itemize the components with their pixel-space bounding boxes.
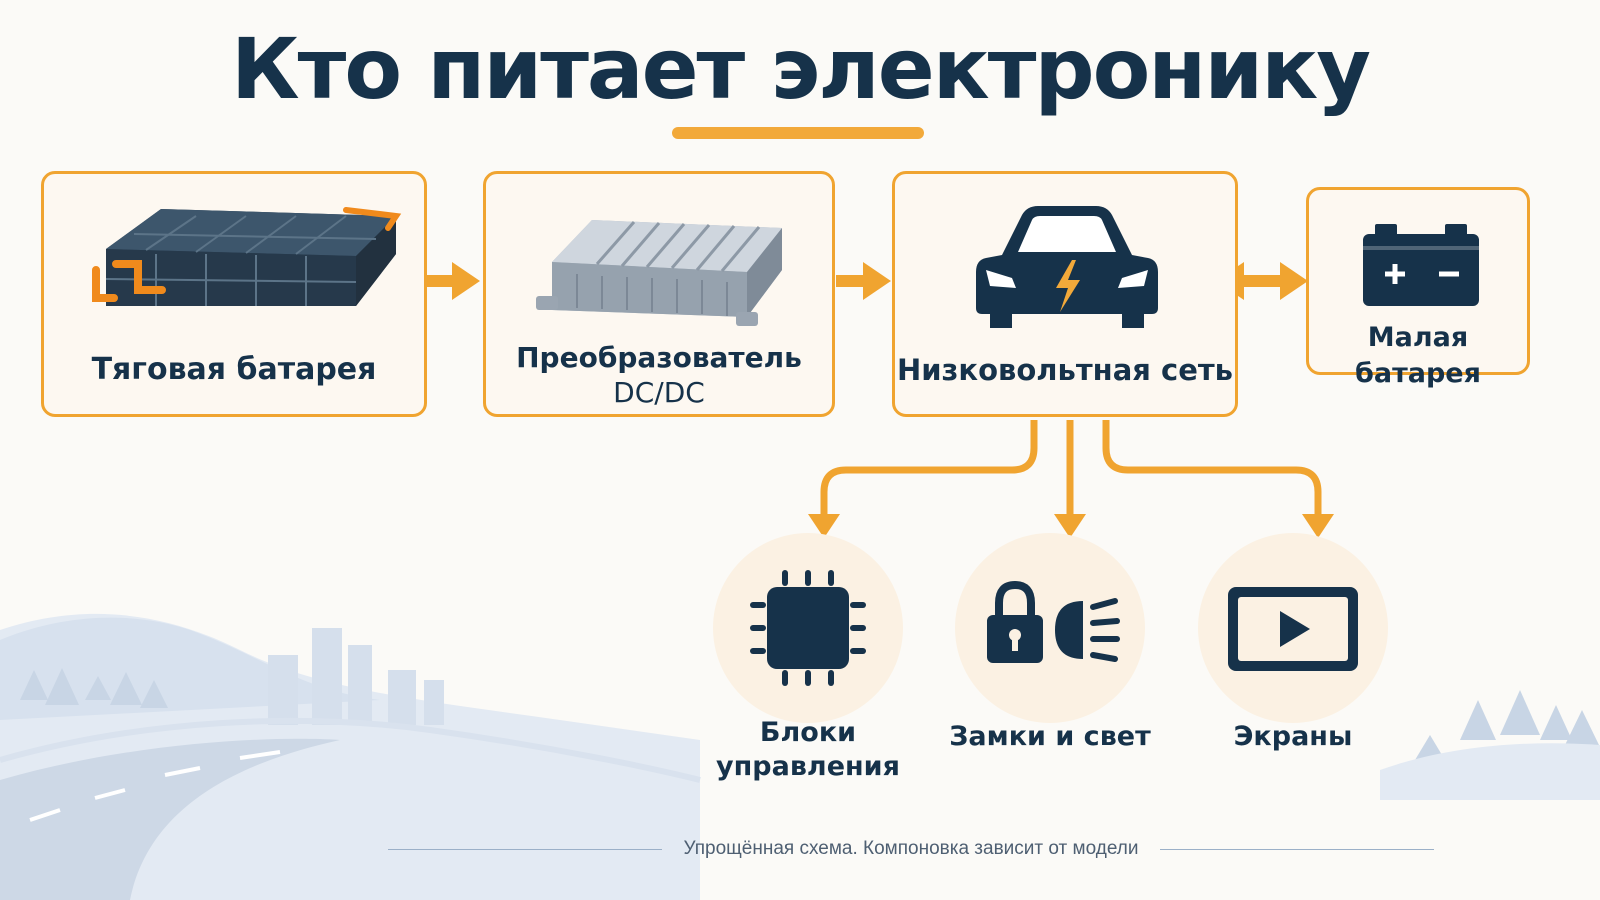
node-label: Низковольтная сеть (896, 353, 1234, 387)
consumer-label: Экраны (1173, 720, 1413, 754)
trees-left (20, 668, 168, 708)
trees-right (1415, 690, 1599, 760)
footnote: Упрощённая схема. Компоновка зависит от … (388, 836, 1434, 862)
node-lv-network: Низковольтная сеть (892, 171, 1238, 417)
footnote-rule-right (1160, 848, 1434, 850)
converter-icon (536, 220, 782, 326)
consumer-label-line1: Замки и свет (949, 721, 1151, 752)
consumer-screens (1198, 533, 1388, 723)
node-label-line2: DC/DC (613, 376, 705, 409)
road-edge (0, 717, 701, 783)
consumer-label: Замки и свет (930, 720, 1170, 754)
footnote-text: Упрощённая схема. Компоновка зависит от … (683, 838, 1139, 859)
battery-pack-icon (92, 207, 402, 306)
car-lightning-icon (976, 206, 1158, 328)
consumer-label-line1: Экраны (1233, 721, 1353, 752)
node-traction-battery: Тяговая батарея (41, 171, 427, 417)
node-label: Тяговая батарея (91, 352, 377, 387)
node-label-line1: Преобразователь (516, 341, 802, 374)
consumer-control-units (713, 533, 903, 723)
right-ground (1380, 743, 1600, 800)
battery-icon (1363, 224, 1479, 306)
lock-headlight-icon (987, 580, 1120, 663)
chip-icon (750, 570, 866, 686)
page-title: Кто питает электронику (231, 20, 1371, 118)
title-underline (672, 127, 924, 139)
screen-play-icon (1228, 587, 1358, 671)
node-dcdc-converter: Преобразователь DC/DC (483, 171, 835, 417)
node-label: Малая батарея (1355, 322, 1481, 389)
consumer-label: Блоки управления (688, 716, 928, 784)
road (0, 738, 340, 900)
consumer-label-line1: Блоки (759, 717, 857, 748)
footnote-rule-left (388, 848, 662, 850)
consumer-label-line2: управления (716, 751, 900, 782)
node-small-battery: Малая батарея (1306, 187, 1530, 389)
consumer-locks-lights (955, 533, 1145, 723)
road-markings (29, 750, 281, 822)
city-skyline (268, 628, 444, 725)
